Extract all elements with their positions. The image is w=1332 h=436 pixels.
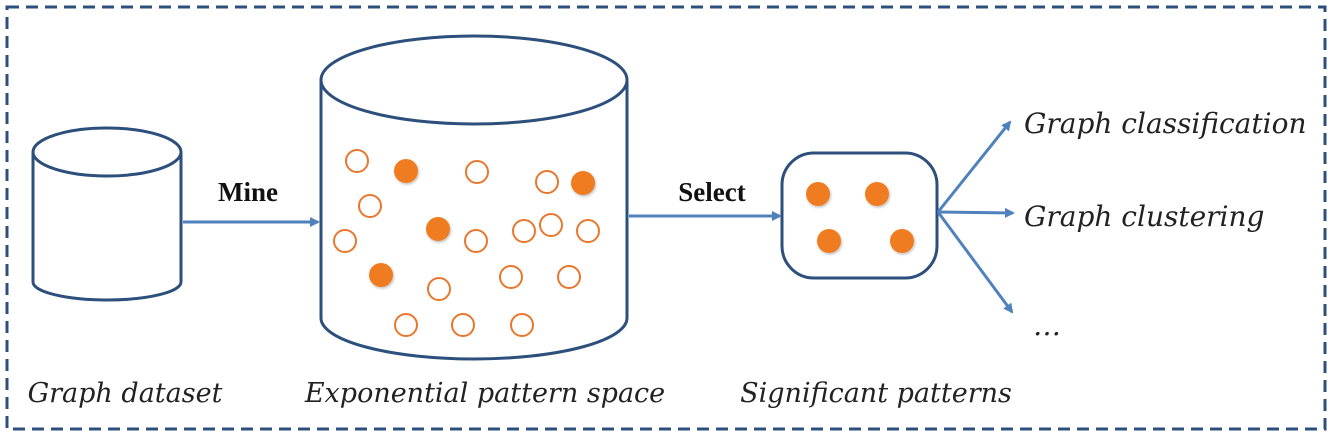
hollow-pattern-dot: [358, 194, 382, 218]
dashed-frame: [5, 5, 1327, 431]
hollow-pattern-dot: [333, 229, 357, 253]
graph-dataset-cylinder: [31, 126, 183, 302]
significant-dot: [817, 229, 841, 253]
hollow-pattern-dot: [557, 265, 581, 289]
filled-pattern-dot: [426, 217, 450, 241]
output-classification-label: Graph classification: [1024, 107, 1306, 140]
more-outputs-arrow: [936, 211, 1014, 314]
hollow-pattern-dot: [427, 277, 451, 301]
pattern-space-label: Exponential pattern space: [304, 378, 665, 409]
hollow-pattern-dot: [464, 229, 488, 253]
output-clustering-label: Graph clustering: [1024, 200, 1264, 233]
clustering-arrow: [937, 207, 1015, 218]
hollow-pattern-dot: [576, 219, 600, 243]
significant-dot: [890, 229, 914, 253]
hollow-pattern-dot: [499, 265, 523, 289]
pattern-space-cylinder: [319, 34, 629, 361]
hollow-pattern-dot: [345, 149, 369, 173]
select-label: Select: [678, 177, 745, 207]
filled-pattern-dot: [571, 171, 595, 195]
classification-arrow: [936, 120, 1012, 213]
filled-pattern-dot: [394, 159, 418, 183]
significant-dot: [806, 182, 830, 206]
hollow-pattern-dot: [510, 313, 534, 337]
significant-patterns-label: Significant patterns: [740, 378, 1012, 409]
mine-label: Mine: [218, 177, 278, 207]
significant-dot: [865, 182, 889, 206]
hollow-pattern-dots: [333, 149, 600, 337]
hollow-pattern-dot: [535, 170, 559, 194]
hollow-pattern-dot: [465, 160, 489, 184]
filled-pattern-dot: [369, 263, 393, 287]
hollow-pattern-dot: [539, 213, 563, 237]
filled-pattern-dots: [369, 159, 595, 287]
significant-dots: [806, 182, 914, 253]
graph-dataset-label: Graph dataset: [28, 378, 223, 409]
hollow-pattern-dot: [394, 313, 418, 337]
hollow-pattern-dot: [512, 219, 536, 243]
output-more-label: …: [1033, 309, 1061, 342]
hollow-pattern-dot: [451, 313, 475, 337]
significant-patterns-box: [780, 151, 939, 280]
